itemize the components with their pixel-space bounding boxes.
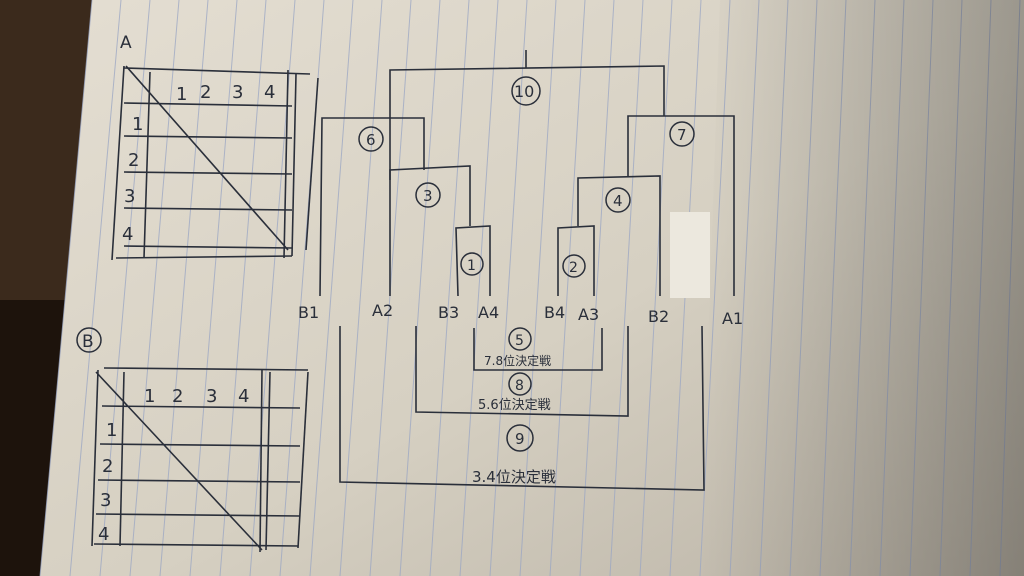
match-10-circle	[511, 76, 541, 106]
paper-shadow	[700, 0, 1024, 576]
table-a	[111, 65, 319, 261]
table-b-col-1: 1	[144, 386, 155, 407]
table-b-row-2: 2	[102, 456, 113, 477]
match-2-circle	[562, 254, 586, 278]
table-b-label: B	[82, 332, 94, 352]
match-6-circle	[358, 126, 384, 152]
slot-5: B4	[544, 303, 565, 322]
table-a-col-3: 3	[232, 82, 243, 103]
ruled-line	[39, 0, 93, 576]
ruled-line	[219, 0, 267, 576]
table-b-row-3: 3	[100, 490, 111, 511]
match-2-number: 2	[569, 260, 578, 276]
playoff-7-8-label: 7.8位決定戦	[484, 353, 551, 368]
match-3-circle	[415, 182, 441, 208]
match-1-circle	[460, 252, 484, 276]
table-b-col-3: 3	[206, 386, 217, 407]
bracket-lines	[319, 50, 735, 491]
match-3-number: 3	[423, 187, 433, 205]
ruled-line	[69, 0, 122, 576]
ruled-line	[639, 0, 673, 576]
table-b-col-2: 2	[172, 386, 183, 407]
match-9-number: 9	[515, 430, 525, 448]
ruled-line	[189, 0, 238, 576]
ruled-line	[489, 0, 528, 576]
ruled-line	[339, 0, 383, 576]
table-a-label: A	[120, 33, 132, 53]
slot-3: B3	[438, 303, 459, 322]
match-4-number: 4	[613, 192, 623, 210]
match-5-circle	[508, 327, 532, 351]
match-8-circle	[508, 372, 532, 396]
match-5-number: 5	[515, 333, 524, 349]
ruled-line	[309, 0, 354, 576]
slot-6: A3	[578, 305, 599, 324]
table-a-row-4: 4	[122, 224, 133, 245]
match-4-circle	[605, 187, 631, 213]
slot-1: B1	[298, 303, 319, 322]
table-b-row-4: 4	[98, 524, 109, 545]
table-b-label-circle	[76, 327, 102, 353]
ruled-line	[459, 0, 499, 576]
match-circles	[358, 76, 695, 452]
table-a-row-3: 3	[124, 186, 135, 207]
table-a-col-4: 4	[264, 82, 275, 103]
table-b-col-4: 4	[238, 386, 249, 407]
table-a-row-1: 1	[132, 114, 143, 135]
table-a-col-1: 1	[176, 84, 187, 105]
match-6-number: 6	[366, 131, 376, 149]
ruled-line	[429, 0, 470, 576]
table-b-row-1: 1	[106, 420, 117, 441]
ruled-line	[609, 0, 644, 576]
match-10-number: 10	[514, 82, 534, 101]
table-b	[91, 367, 309, 553]
table-a-col-2: 2	[200, 82, 211, 103]
match-1-number: 1	[467, 258, 476, 274]
ruled-line	[519, 0, 557, 576]
ruled-line	[399, 0, 441, 576]
match-7-circle	[669, 121, 695, 147]
match-8-number: 8	[515, 378, 524, 394]
playoff-5-6-label: 5.6位決定戦	[478, 398, 551, 413]
table-a-row-2: 2	[128, 150, 139, 171]
match-7-number: 7	[677, 126, 687, 144]
ruled-line	[579, 0, 615, 576]
match-9-circle	[506, 424, 534, 452]
slot-2: A2	[372, 301, 393, 320]
slot-4: A4	[478, 303, 499, 322]
slot-7: B2	[648, 307, 669, 326]
ruled-line	[549, 0, 586, 576]
playoff-3-4-label: 3.4位決定戦	[472, 468, 556, 486]
correction-patch	[670, 212, 710, 298]
slot-8: A1	[722, 309, 743, 328]
